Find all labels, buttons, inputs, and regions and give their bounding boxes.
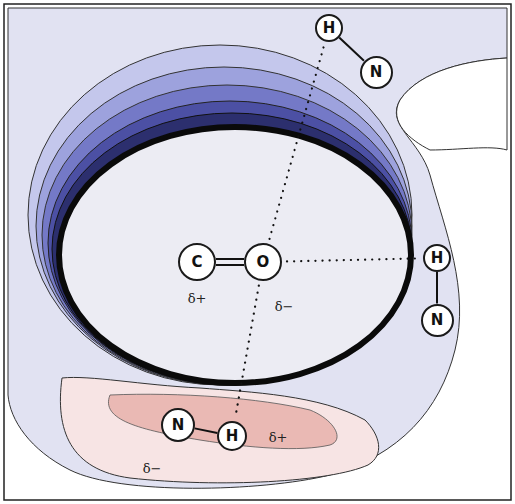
atom-symbol: H — [323, 21, 336, 36]
negative-contour — [52, 113, 412, 385]
covalent-bond — [437, 272, 438, 304]
atom-symbol: C — [191, 255, 202, 270]
atom-symbol: H — [226, 429, 239, 444]
oxygen-atom: O — [244, 243, 282, 281]
partial-charge: δ− — [143, 462, 162, 475]
hydrogen-atom: H — [423, 244, 451, 272]
covalent-bond — [195, 428, 218, 433]
carbon-atom: C — [178, 243, 216, 281]
negative-contour — [36, 67, 412, 385]
negative-contour — [28, 45, 412, 385]
negative-contour — [42, 85, 412, 385]
negative-contour — [48, 101, 412, 385]
double-bond — [216, 259, 244, 265]
partial-charge: δ+ — [188, 292, 207, 305]
outer-contour — [8, 8, 507, 488]
partial-charge: δ+ — [269, 431, 288, 444]
contour-pocket — [397, 58, 507, 150]
atom-symbol: N — [370, 65, 383, 80]
hydrogen-bond — [270, 46, 324, 239]
nitrogen-atom: N — [161, 408, 195, 442]
atom-symbol: N — [172, 418, 185, 433]
molecular-surface — [59, 127, 411, 383]
atom-symbol: H — [431, 251, 444, 266]
hydrogen-atom: H — [217, 421, 247, 451]
positive-contour-outer — [60, 377, 378, 482]
hydrogen-atom: H — [315, 14, 343, 42]
hydrogen-bond — [236, 286, 259, 417]
nitrogen-atom: N — [421, 304, 454, 337]
partial-charge: δ− — [275, 300, 294, 313]
frame — [4, 4, 511, 500]
covalent-bond — [339, 38, 364, 61]
atom-symbol: O — [257, 255, 270, 270]
hydrogen-bond — [287, 258, 418, 261]
atom-symbol: N — [431, 313, 444, 328]
nitrogen-atom: N — [360, 56, 393, 89]
